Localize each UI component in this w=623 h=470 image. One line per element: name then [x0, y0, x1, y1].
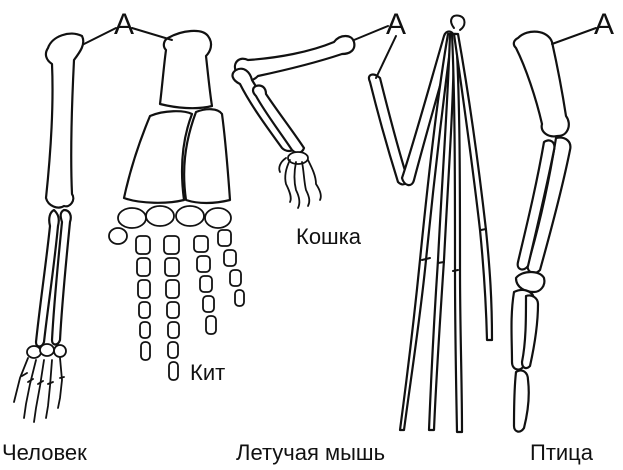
whale-humerus: [160, 31, 212, 108]
whale-carpal: [146, 206, 174, 226]
human-arm: [14, 34, 83, 422]
human-finger: [34, 360, 44, 422]
whale-radius: [124, 111, 192, 203]
bat-wing: [369, 16, 492, 432]
label-human: Человек: [2, 440, 87, 465]
human-humerus: [46, 34, 83, 208]
bird-digit: [514, 370, 529, 431]
bat-finger: [452, 34, 462, 432]
whale-digit: [218, 230, 244, 306]
marker-a-pointer: [552, 28, 596, 44]
marker-a-pointer: [376, 36, 396, 78]
whale-ulna: [184, 109, 230, 203]
human-finger: [46, 360, 52, 418]
marker-a-pointer: [132, 28, 172, 40]
human-finger: [24, 360, 36, 418]
human-carpal: [54, 345, 66, 357]
whale-flipper: [109, 31, 244, 380]
bat-thumb-claw: [451, 16, 464, 30]
cat-carpal: [288, 152, 308, 164]
label-cat: Кошка: [296, 224, 362, 249]
label-whale: Кит: [190, 360, 225, 385]
marker-a: A: [594, 8, 614, 41]
human-finger-joint: [22, 373, 64, 384]
marker-a-pointer: [354, 26, 388, 40]
whale-carpal: [109, 228, 127, 244]
human-carpal: [40, 344, 54, 356]
cat-digit: [285, 160, 291, 202]
human-finger: [58, 358, 62, 408]
bat-humerus: [369, 75, 407, 185]
label-bat: Летучая мышь: [236, 440, 385, 465]
label-bird: Птица: [530, 440, 594, 465]
cat-digit: [279, 158, 286, 172]
marker-a: A: [114, 8, 134, 41]
marker-a-pointer: [84, 28, 116, 44]
cat-digit: [308, 160, 321, 200]
whale-carpal: [118, 208, 146, 228]
human-finger: [14, 358, 28, 402]
bird-humerus: [514, 32, 569, 137]
cat-forelimb: [233, 36, 355, 208]
whale-carpal: [205, 208, 231, 228]
human-carpal: [27, 346, 41, 358]
cat-digit: [295, 162, 300, 208]
whale-digit: [194, 236, 216, 334]
cat-digit: [302, 162, 309, 206]
whale-digit: [164, 236, 179, 380]
whale-digit: [136, 236, 150, 360]
bird-wing: [512, 32, 571, 432]
cat-humerus: [235, 36, 354, 81]
whale-carpal: [176, 206, 204, 226]
